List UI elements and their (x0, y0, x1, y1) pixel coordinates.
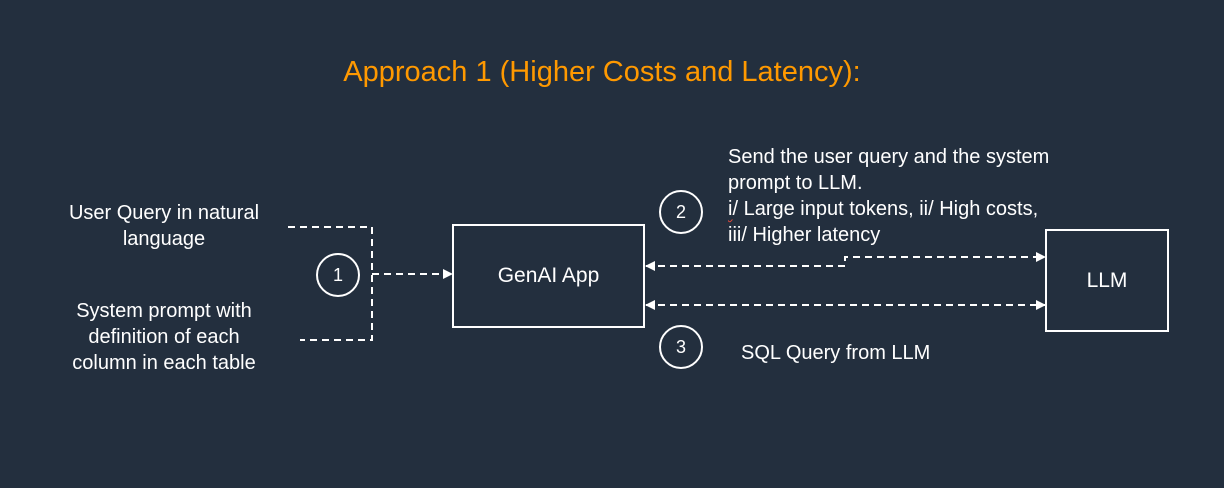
llm-label: LLM (1086, 268, 1128, 292)
system-prompt-line-3: column in each table (72, 352, 256, 374)
input-bracket (288, 226, 373, 341)
system-prompt-line-1: System prompt with (76, 300, 252, 322)
genai-app-label: GenAI App (497, 264, 600, 287)
step-3-description: SQL Query from LLM (741, 342, 931, 364)
step-1-marker: 1 (316, 253, 360, 297)
step-2-marker: 2 (659, 190, 703, 234)
step-2-line-4: iii/ Higher latency (728, 224, 881, 246)
diagram-title: Approach 1 (Higher Costs and Latency): (343, 56, 861, 88)
user-query-label: User Query in natural language (40, 200, 288, 252)
step-3-number: 3 (675, 336, 686, 357)
system-prompt-line-2: definition of each (88, 326, 240, 348)
user-query-line-1: User Query in natural (68, 202, 260, 224)
step-3-marker: 3 (659, 325, 703, 369)
arrow-step-2 (645, 252, 1046, 271)
system-prompt-label: System prompt with definition of each co… (40, 298, 288, 376)
step-2-line-2: prompt to LLM. (728, 172, 863, 194)
step-1-number: 1 (332, 264, 343, 285)
genai-app-box: GenAI App (452, 224, 645, 328)
step-2-line-1: Send the user query and the system (728, 146, 1050, 168)
user-query-line-2: language (122, 228, 206, 250)
step-2-number: 2 (675, 201, 686, 222)
llm-box: LLM (1045, 229, 1169, 332)
step-2-line-3: i/ Large input tokens, ii/ High costs, (728, 196, 1108, 222)
step-2-line-3-prefix: i (728, 198, 733, 220)
step-2-line-3-rest: / Large input tokens, ii/ High costs, (732, 198, 1039, 220)
step-2-description: Send the user query and the system promp… (728, 144, 1108, 248)
